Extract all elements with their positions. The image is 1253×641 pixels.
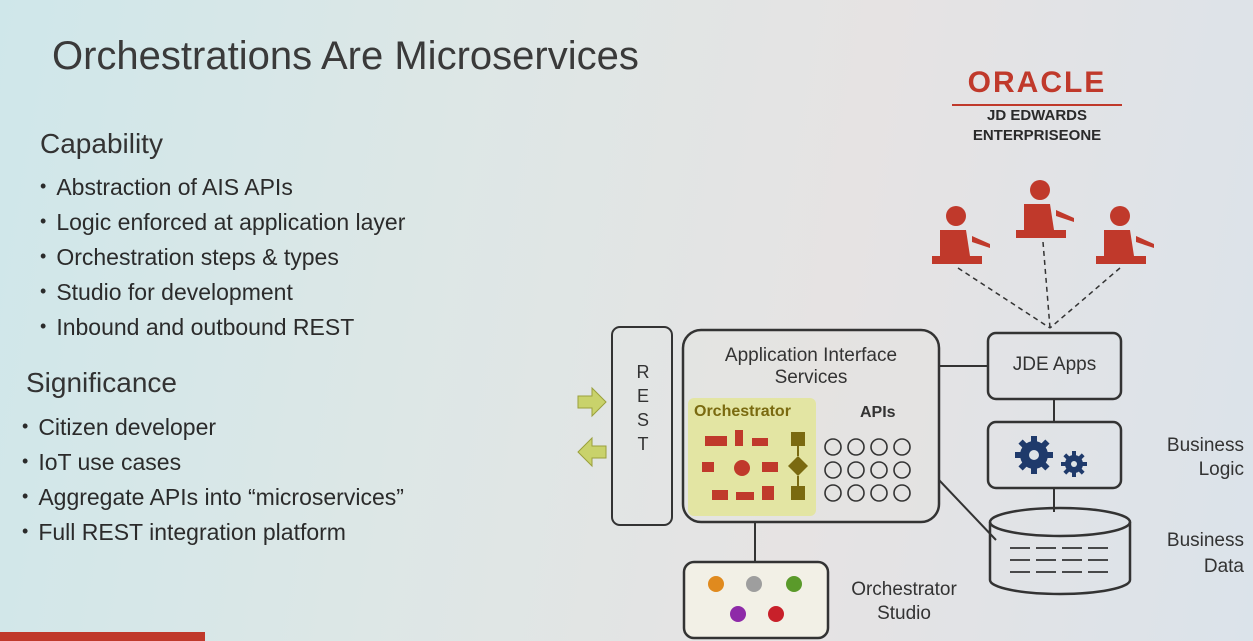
significance-item: Full REST integration platform: [22, 515, 404, 550]
rest-letter: T: [637, 434, 649, 454]
business-logic-line: Logic: [1198, 459, 1244, 480]
capability-list: Abstraction of AIS APIs Logic enforced a…: [40, 170, 405, 345]
studio-label-line: Studio: [877, 603, 931, 624]
ais-label: Application Interface Services: [686, 345, 936, 389]
ais-label-line: Services: [774, 367, 848, 388]
user-icon: [932, 206, 990, 264]
capability-heading: Capability: [40, 128, 163, 159]
significance-heading: Significance: [26, 367, 177, 398]
studio-label-line: Orchestrator: [851, 579, 957, 600]
business-logic-box: [986, 420, 1123, 490]
oracle-wordmark: ORACLE: [952, 66, 1122, 106]
significance-list: Citizen developer IoT use cases Aggregat…: [22, 410, 404, 550]
rest-letter: E: [636, 386, 649, 406]
business-data-label: Business Data: [1138, 528, 1244, 580]
orchestrator-panel: [688, 398, 816, 516]
user-icon: [1096, 206, 1154, 264]
capability-item: Studio for development: [40, 275, 405, 310]
business-data-line: Data: [1203, 556, 1244, 577]
footer-red-bar: [0, 632, 205, 641]
studio-app-icons: [708, 576, 802, 622]
rest-letters: R E S T: [636, 360, 650, 456]
gears-icon: [1015, 436, 1087, 477]
orchestrator-studio-label: Orchestrator Studio: [834, 578, 974, 626]
oracle-logo: ORACLE JD EDWARDS ENTERPRISEONE: [952, 66, 1122, 146]
logo-line-1: JD EDWARDS: [986, 107, 1087, 124]
significance-item: Citizen developer: [22, 410, 404, 445]
user-connectors: [957, 241, 1121, 329]
slide-title: Orchestrations Are Microservices: [52, 34, 639, 78]
orchestrator-studio-box: [682, 560, 830, 640]
business-logic-label: Business Logic: [1138, 434, 1244, 482]
rest-box: [611, 326, 673, 526]
significance-item: Aggregate APIs into “microservices”: [22, 480, 404, 515]
rest-letter: S: [636, 410, 649, 430]
apis-label: APIs: [860, 404, 896, 421]
capability-item: Orchestration steps & types: [40, 240, 405, 275]
business-data-database-icon: [988, 506, 1132, 596]
capability-item: Inbound and outbound REST: [40, 310, 405, 345]
iot-devices-icon: [702, 430, 778, 500]
api-grid: [824, 438, 911, 502]
orchestrator-workflow-icon: [788, 432, 808, 500]
business-logic-line: Business: [1166, 435, 1244, 456]
capability-item: Abstraction of AIS APIs: [40, 170, 405, 205]
outbound-arrow: [577, 436, 607, 468]
user-icon: [1016, 180, 1074, 238]
orchestrator-label: Orchestrator: [694, 403, 791, 420]
business-data-line: Business: [1166, 530, 1244, 551]
rest-letter: R: [636, 362, 650, 382]
ais-label-line: Application Interface: [724, 345, 898, 366]
capability-item: Logic enforced at application layer: [40, 205, 405, 240]
jde-apps-label: JDE Apps: [1012, 354, 1097, 375]
significance-item: IoT use cases: [22, 445, 404, 480]
jde-apps-box: [986, 331, 1123, 401]
inbound-arrow: [577, 386, 607, 418]
logo-line-2: ENTERPRISEONE: [972, 127, 1102, 144]
